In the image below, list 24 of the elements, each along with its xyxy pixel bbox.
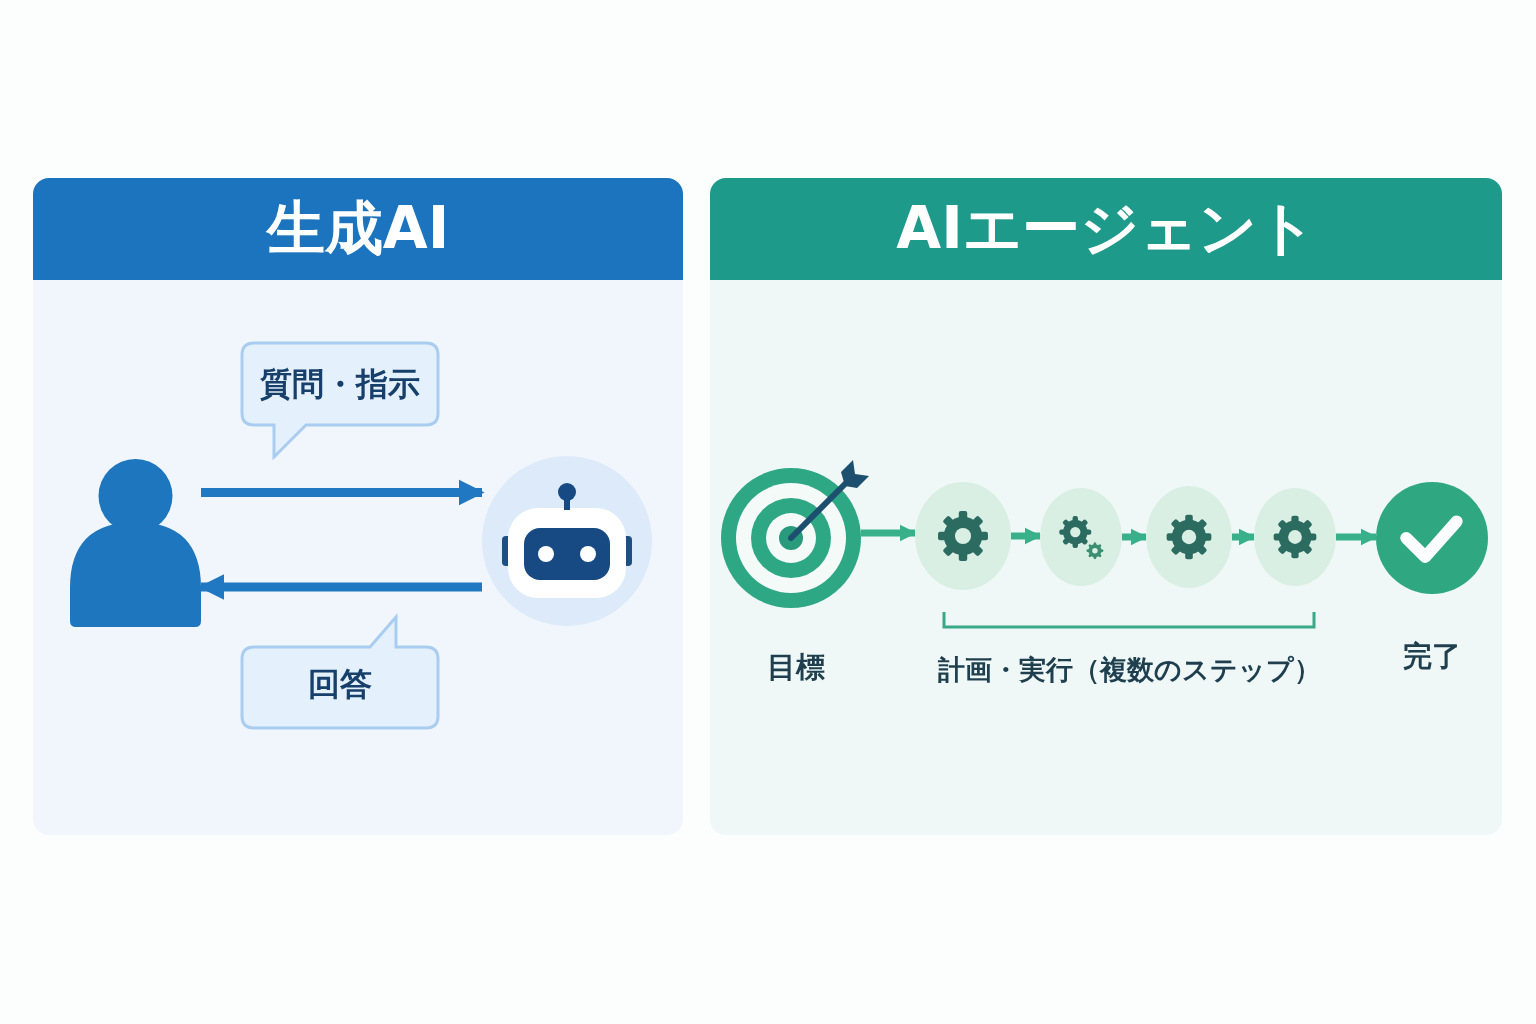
speech-bubble: 質問・指示 <box>240 341 440 459</box>
gear-step-circle <box>915 482 1011 590</box>
robot-icon <box>482 456 652 626</box>
arrow <box>1336 528 1378 546</box>
panel-title: 生成AI <box>33 178 683 280</box>
arrow <box>1122 528 1148 546</box>
speech-bubble: 回答 <box>240 615 440 730</box>
arrow <box>201 479 485 506</box>
person-icon <box>70 458 201 627</box>
node-caption: 完了 <box>1403 638 1461 675</box>
arrow <box>1011 527 1042 545</box>
gear-step-circle <box>1146 486 1232 588</box>
arrow <box>1232 528 1256 546</box>
panel <box>710 178 1502 835</box>
panel <box>33 178 683 835</box>
gear-step-circle <box>1254 488 1336 586</box>
arrow <box>198 574 482 600</box>
node-caption: 目標 <box>767 649 825 686</box>
panel-title: AIエージェント <box>710 178 1502 280</box>
check-circle-icon <box>1376 479 1488 597</box>
gear-step-circle <box>1040 488 1122 586</box>
bracket-label: 計画・実行（複数のステップ） <box>937 653 1321 687</box>
arrow <box>861 524 917 542</box>
target-icon <box>721 458 871 608</box>
